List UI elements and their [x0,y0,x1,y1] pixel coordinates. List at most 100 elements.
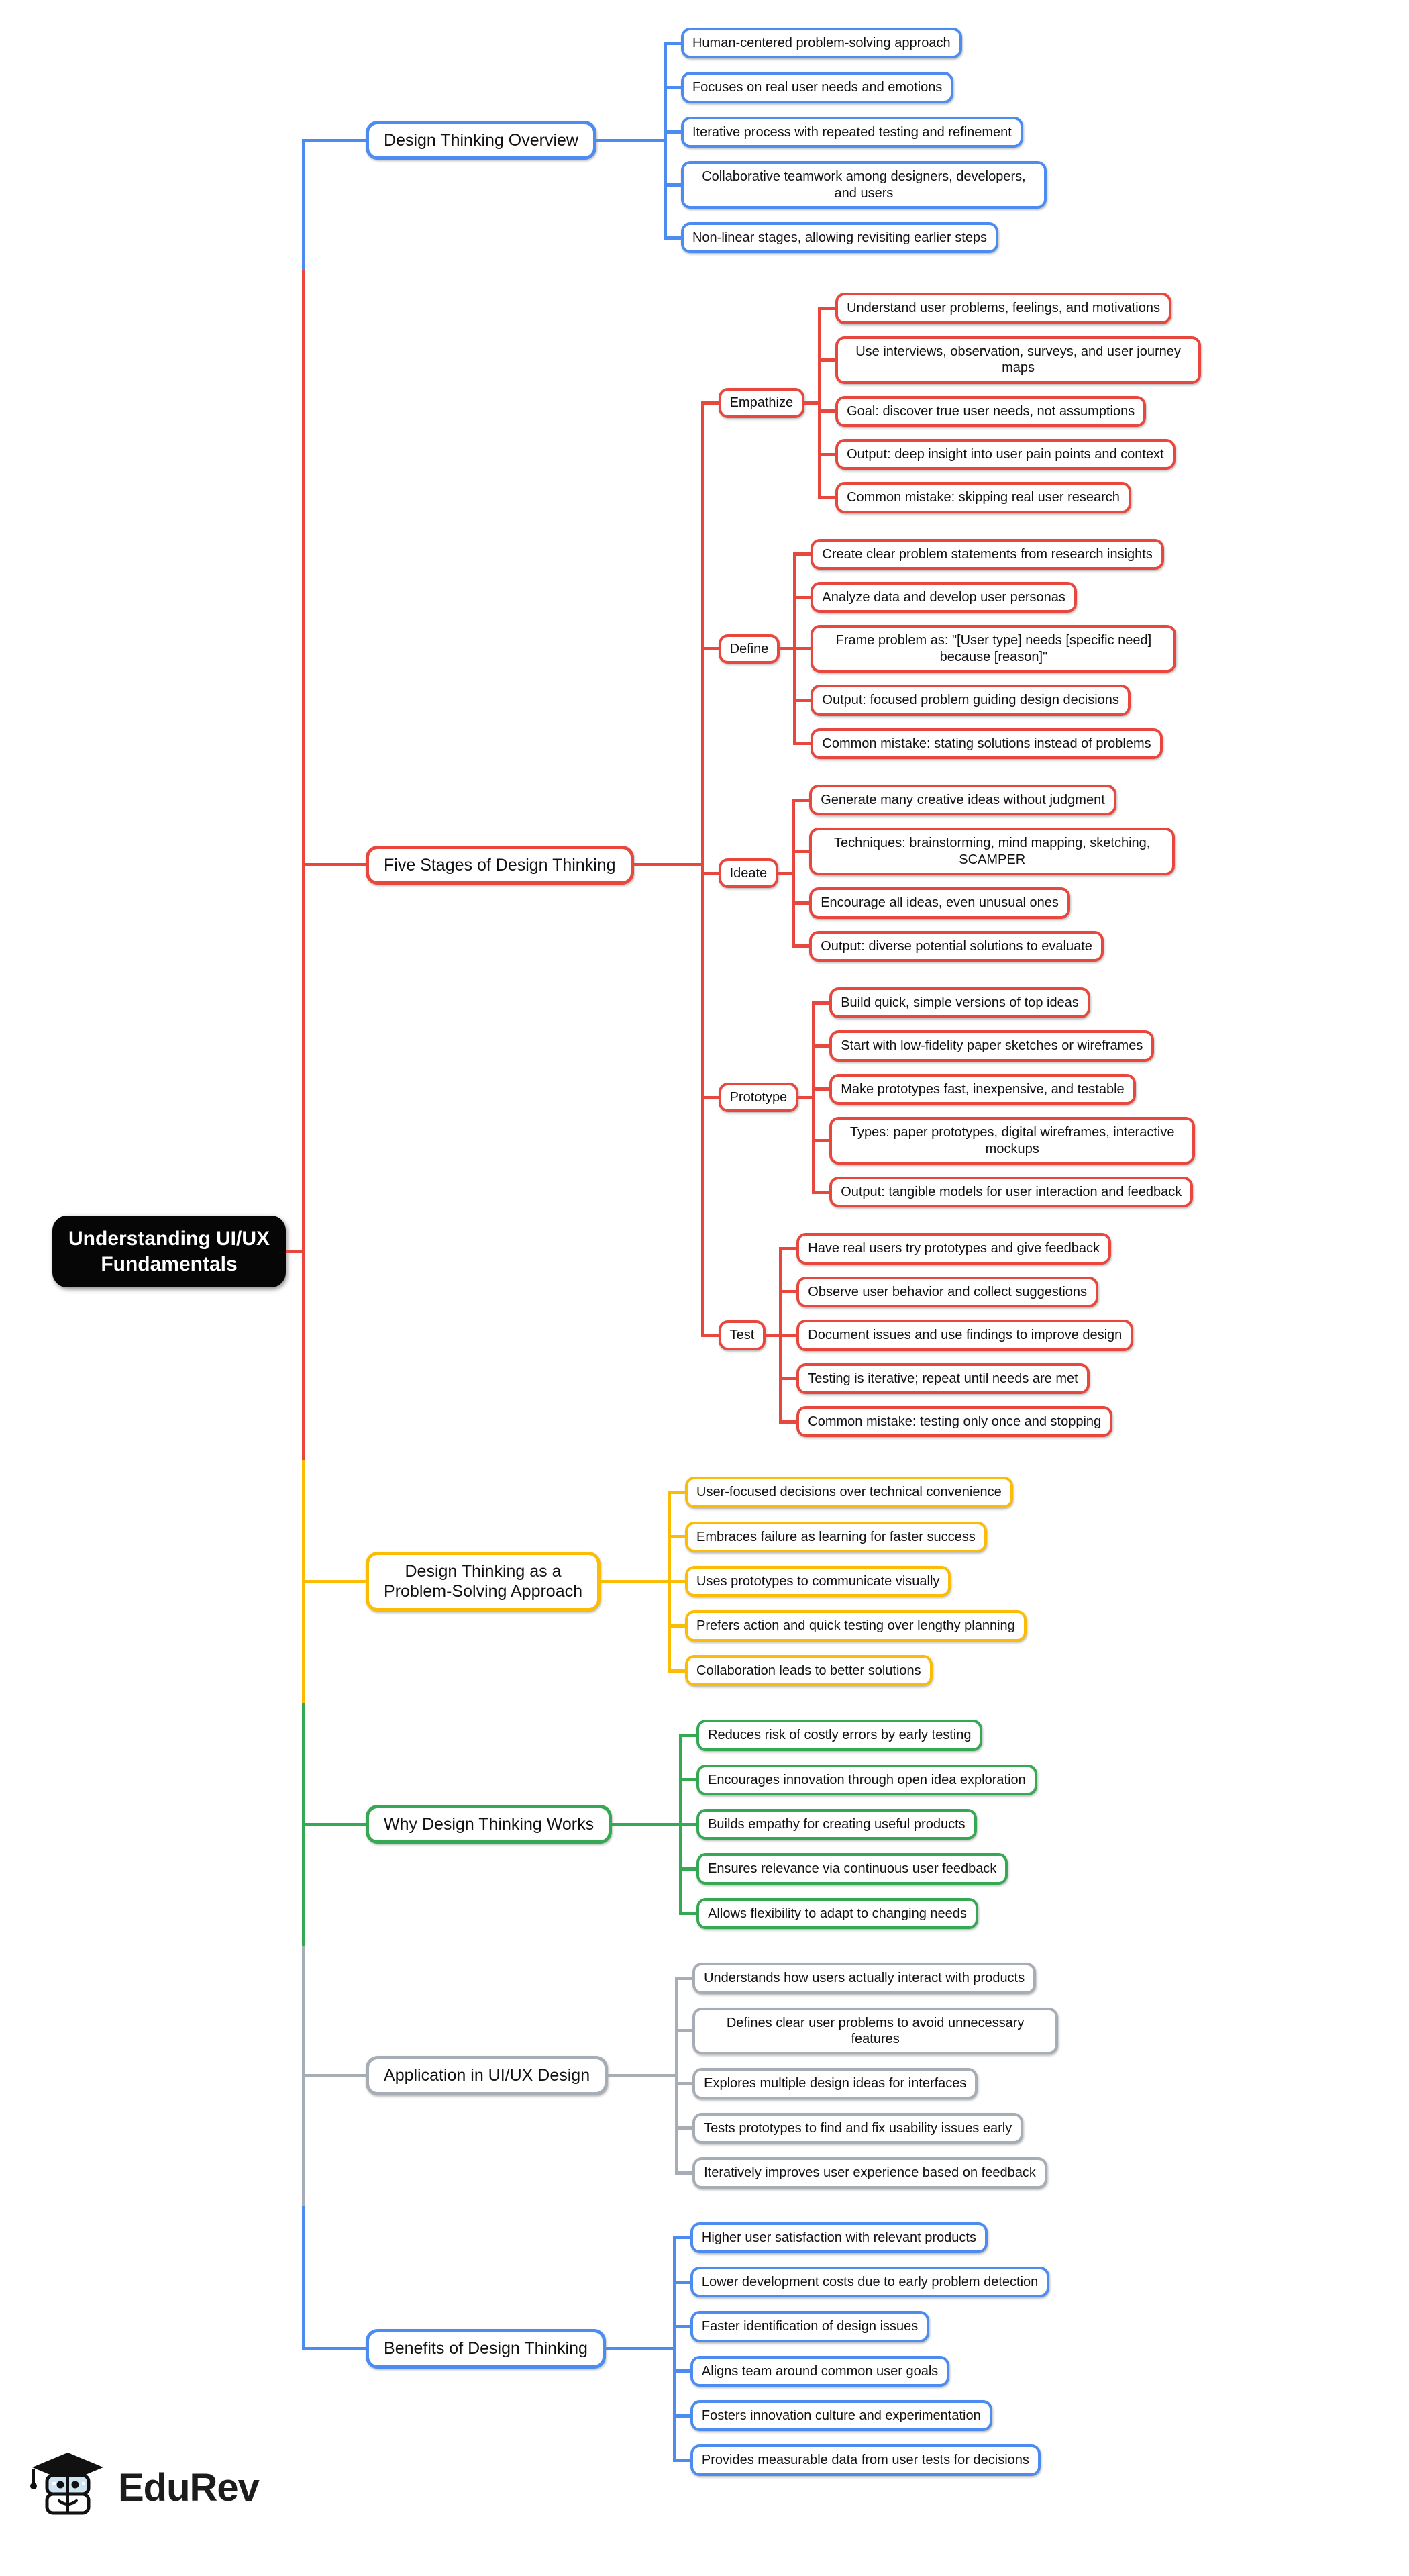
branch-row: Output: focused problem guiding design d… [811,685,1131,716]
connector-elbow [672,2369,690,2373]
branch-row: Tests prototypes to find and fix usabili… [692,2112,1024,2144]
child-wrapper: Understand user problems, feelings, and … [818,287,1201,331]
child-wrapper: Document issues and use findings to impr… [779,1314,1134,1357]
connector-elbow [700,1095,719,1099]
child-wrapper: Tests prototypes to find and fix usabili… [675,2106,1058,2151]
child-wrapper: Collaboration leads to better solutions [668,1648,1027,1693]
edurev-mascot-icon [30,2453,103,2515]
branch-node: Benefits of Design Thinking [366,2329,606,2369]
connector-elbow [663,41,681,45]
leaf-node: Iteratively improves user experience bas… [692,2157,1047,2189]
branch-row: Frame problem as: "[User type] needs [sp… [811,625,1177,673]
connector-elbow [792,798,810,802]
branch-row: Focuses on real user needs and emotions [680,72,954,103]
connector-stub [766,1333,780,1337]
child-wrapper: Focuses on real user needs and emotions [663,65,1047,111]
child-wrapper: User-focused decisions over technical co… [668,1470,1027,1516]
child-wrapper: Builds empathy for creating useful produ… [679,1802,1037,1847]
branch-row: Common mistake: stating solutions instea… [811,728,1163,760]
leaf-node: Provides measurable data from user tests… [690,2444,1041,2476]
connector-elbow [812,1190,830,1194]
child-wrapper: Output: diverse potential solutions to e… [792,924,1175,968]
child-wrapper: Human-centered problem-solving approach [663,21,1047,66]
child-wrapper: Observe user behavior and collect sugges… [779,1270,1133,1314]
connector-elbow [779,1333,797,1337]
branch-row: Common mistake: skipping real user resea… [835,482,1131,513]
branch-row: Benefits of Design Thinking Higher user s… [366,2216,1050,2483]
connector-elbow [302,2347,366,2351]
branch-row: Lower development costs due to early pro… [690,2266,1050,2298]
branch-row: Fosters innovation culture and experimen… [690,2400,992,2432]
connector-elbow [675,2029,693,2033]
child-wrapper: Lower development costs due to early pro… [672,2259,1050,2305]
children-group: Understands how users actually interact … [675,1956,1059,2195]
connector-elbow [812,1001,830,1005]
branch-row: Collaboration leads to better solutions [685,1654,933,1687]
connector-elbow [668,1579,686,1583]
leaf-node: Encourage all ideas, even unusual ones [809,887,1070,919]
branch-node: Design Thinking Overview [366,120,596,160]
child-wrapper: Benefits of Design Thinking Higher user s… [302,2205,1201,2493]
child-wrapper: Encourage all ideas, even unusual ones [792,881,1175,925]
connector-elbow [668,1669,686,1673]
leaf-node: Collaboration leads to better solutions [685,1654,933,1687]
connector-stub [633,863,701,867]
connector-elbow [668,1490,686,1494]
branch-row: Have real users try prototypes and give … [796,1233,1111,1265]
branch-row: Explores multiple design ideas for inter… [692,2068,978,2099]
connector-elbow [779,1290,797,1294]
child-wrapper: Create clear problem statements from res… [793,533,1176,577]
branch-row: Iteratively improves user experience bas… [692,2157,1047,2189]
connector-elbow [812,1139,830,1143]
child-wrapper: Iteratively improves user experience bas… [675,2150,1058,2195]
leaf-node: Common mistake: testing only once and st… [796,1405,1113,1438]
branch-row: Encourages innovation through open idea … [696,1764,1037,1796]
branch-row: Builds empathy for creating useful produ… [696,1809,977,1840]
leaf-node: Generate many creative ideas without jud… [809,785,1116,816]
stage-node: Empathize [718,388,805,418]
connector-elbow [779,1420,797,1424]
branch-row: Aligns team around common user goals [690,2355,950,2387]
child-wrapper: Non-linear stages, allowing revisiting e… [663,215,1047,260]
branch-row: Allows flexibility to adapt to changing … [696,1897,978,1930]
leaf-node: Focuses on real user needs and emotions [680,72,954,103]
children-group: Design Thinking Overview Human-centered p… [302,11,1202,2493]
child-wrapper: Output: tangible models for user interac… [812,1170,1195,1213]
connector-stub [612,1822,680,1826]
child-wrapper: Design Thinking as a Problem-Solving App… [302,1460,1201,1703]
leaf-node: Encourages innovation through open idea … [696,1764,1037,1796]
connector-elbow [668,1535,686,1539]
child-wrapper: Higher user satisfaction with relevant p… [672,2216,1049,2261]
leaf-node: Defines clear user problems to avoid unn… [692,2007,1059,2055]
children-group: Reduces risk of costly errors by early t… [679,1713,1037,1936]
connector-elbow [818,409,836,413]
leaf-node: Higher user satisfaction with relevant p… [690,2222,988,2253]
leaf-node: Iterative process with repeated testing … [680,116,1023,148]
children-group: Understand user problems, feelings, and … [818,287,1202,519]
connector-elbow [675,2171,693,2175]
leaf-node: Non-linear stages, allowing revisiting e… [680,221,999,254]
branch-row: Analyze data and develop user personas [811,582,1077,613]
root-node: Understanding UI/UX Fundamentals [52,1216,286,1288]
branch-row: Higher user satisfaction with relevant p… [690,2222,988,2253]
connector-elbow [792,850,810,854]
children-group: Higher user satisfaction with relevant p… [672,2216,1050,2483]
branch-row: User-focused decisions over technical co… [685,1477,1013,1508]
connector-elbow [302,863,366,867]
connector-elbow [793,698,811,702]
children-group: Build quick, simple versions of top idea… [812,981,1196,1213]
children-group: Have real users try prototypes and give … [779,1227,1134,1443]
child-wrapper: Frame problem as: "[User type] needs [sp… [793,619,1177,679]
branch-row: Create clear problem statements from res… [811,538,1164,571]
child-wrapper: Defines clear user problems to avoid unn… [675,2000,1059,2062]
child-wrapper: Types: paper prototypes, digital wirefra… [812,1111,1196,1171]
branch-row: Output: tangible models for user interac… [829,1176,1194,1208]
branch-row: Ensures relevance via continuous user fe… [696,1853,1008,1885]
leaf-node: Output: tangible models for user interac… [829,1176,1194,1208]
connector-elbow [679,1822,697,1826]
